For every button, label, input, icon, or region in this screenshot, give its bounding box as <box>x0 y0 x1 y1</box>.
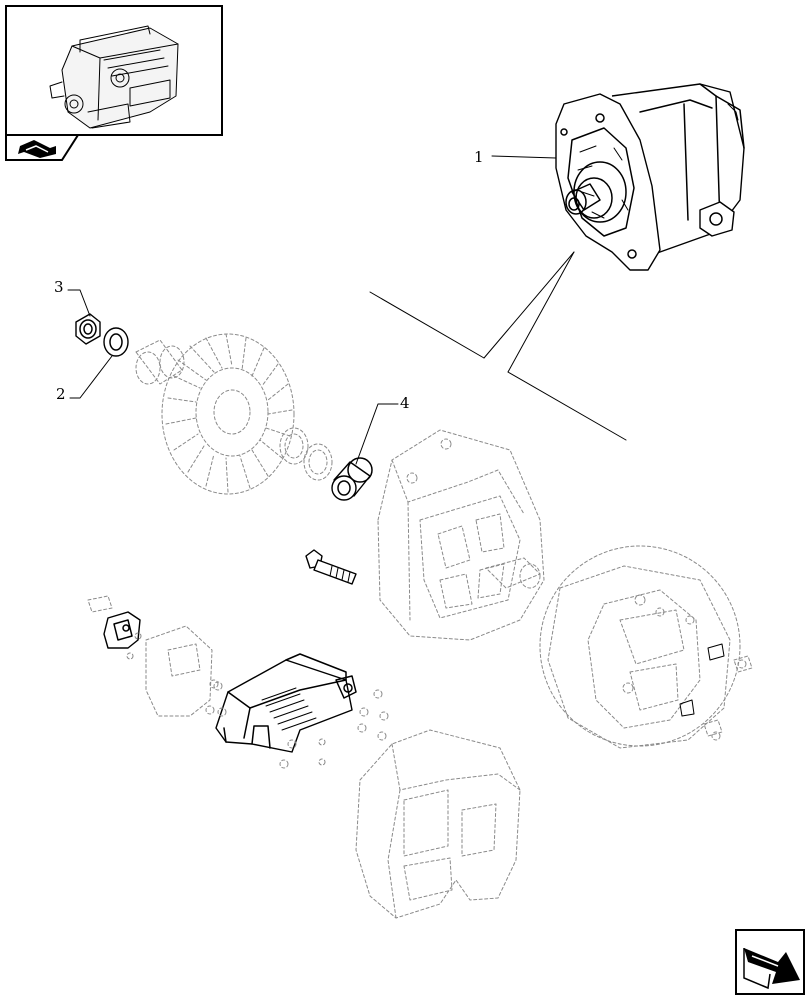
back-arrow-icon[interactable] <box>18 140 56 158</box>
ghost-rings <box>279 427 333 481</box>
ghost-screws <box>213 681 389 769</box>
callout-2: 2 <box>56 385 66 403</box>
nut-part-3 <box>75 313 101 345</box>
bearing-part-4 <box>331 457 373 501</box>
alternator-assembly <box>555 83 745 271</box>
ghost-fan <box>161 333 295 495</box>
brush-holder <box>87 595 142 660</box>
through-bolt <box>305 549 357 585</box>
engine-thumbnail-icon[interactable] <box>5 5 223 161</box>
voltage-regulator <box>215 653 357 753</box>
assembly-reference-lines <box>369 251 627 441</box>
ghost-rear-cover <box>355 729 521 919</box>
callout-4: 4 <box>400 394 410 412</box>
ghost-drive-end-housing <box>377 429 545 641</box>
callout-3: 3 <box>54 278 64 296</box>
callout-leaders <box>67 155 557 465</box>
washer-part-2 <box>103 327 129 357</box>
ghost-rear-housing <box>539 545 753 749</box>
next-arrow-icon[interactable] <box>735 929 805 995</box>
callout-1: 1 <box>474 148 484 166</box>
ghost-brush-plate <box>145 625 219 717</box>
ghost-spacer <box>135 339 185 385</box>
